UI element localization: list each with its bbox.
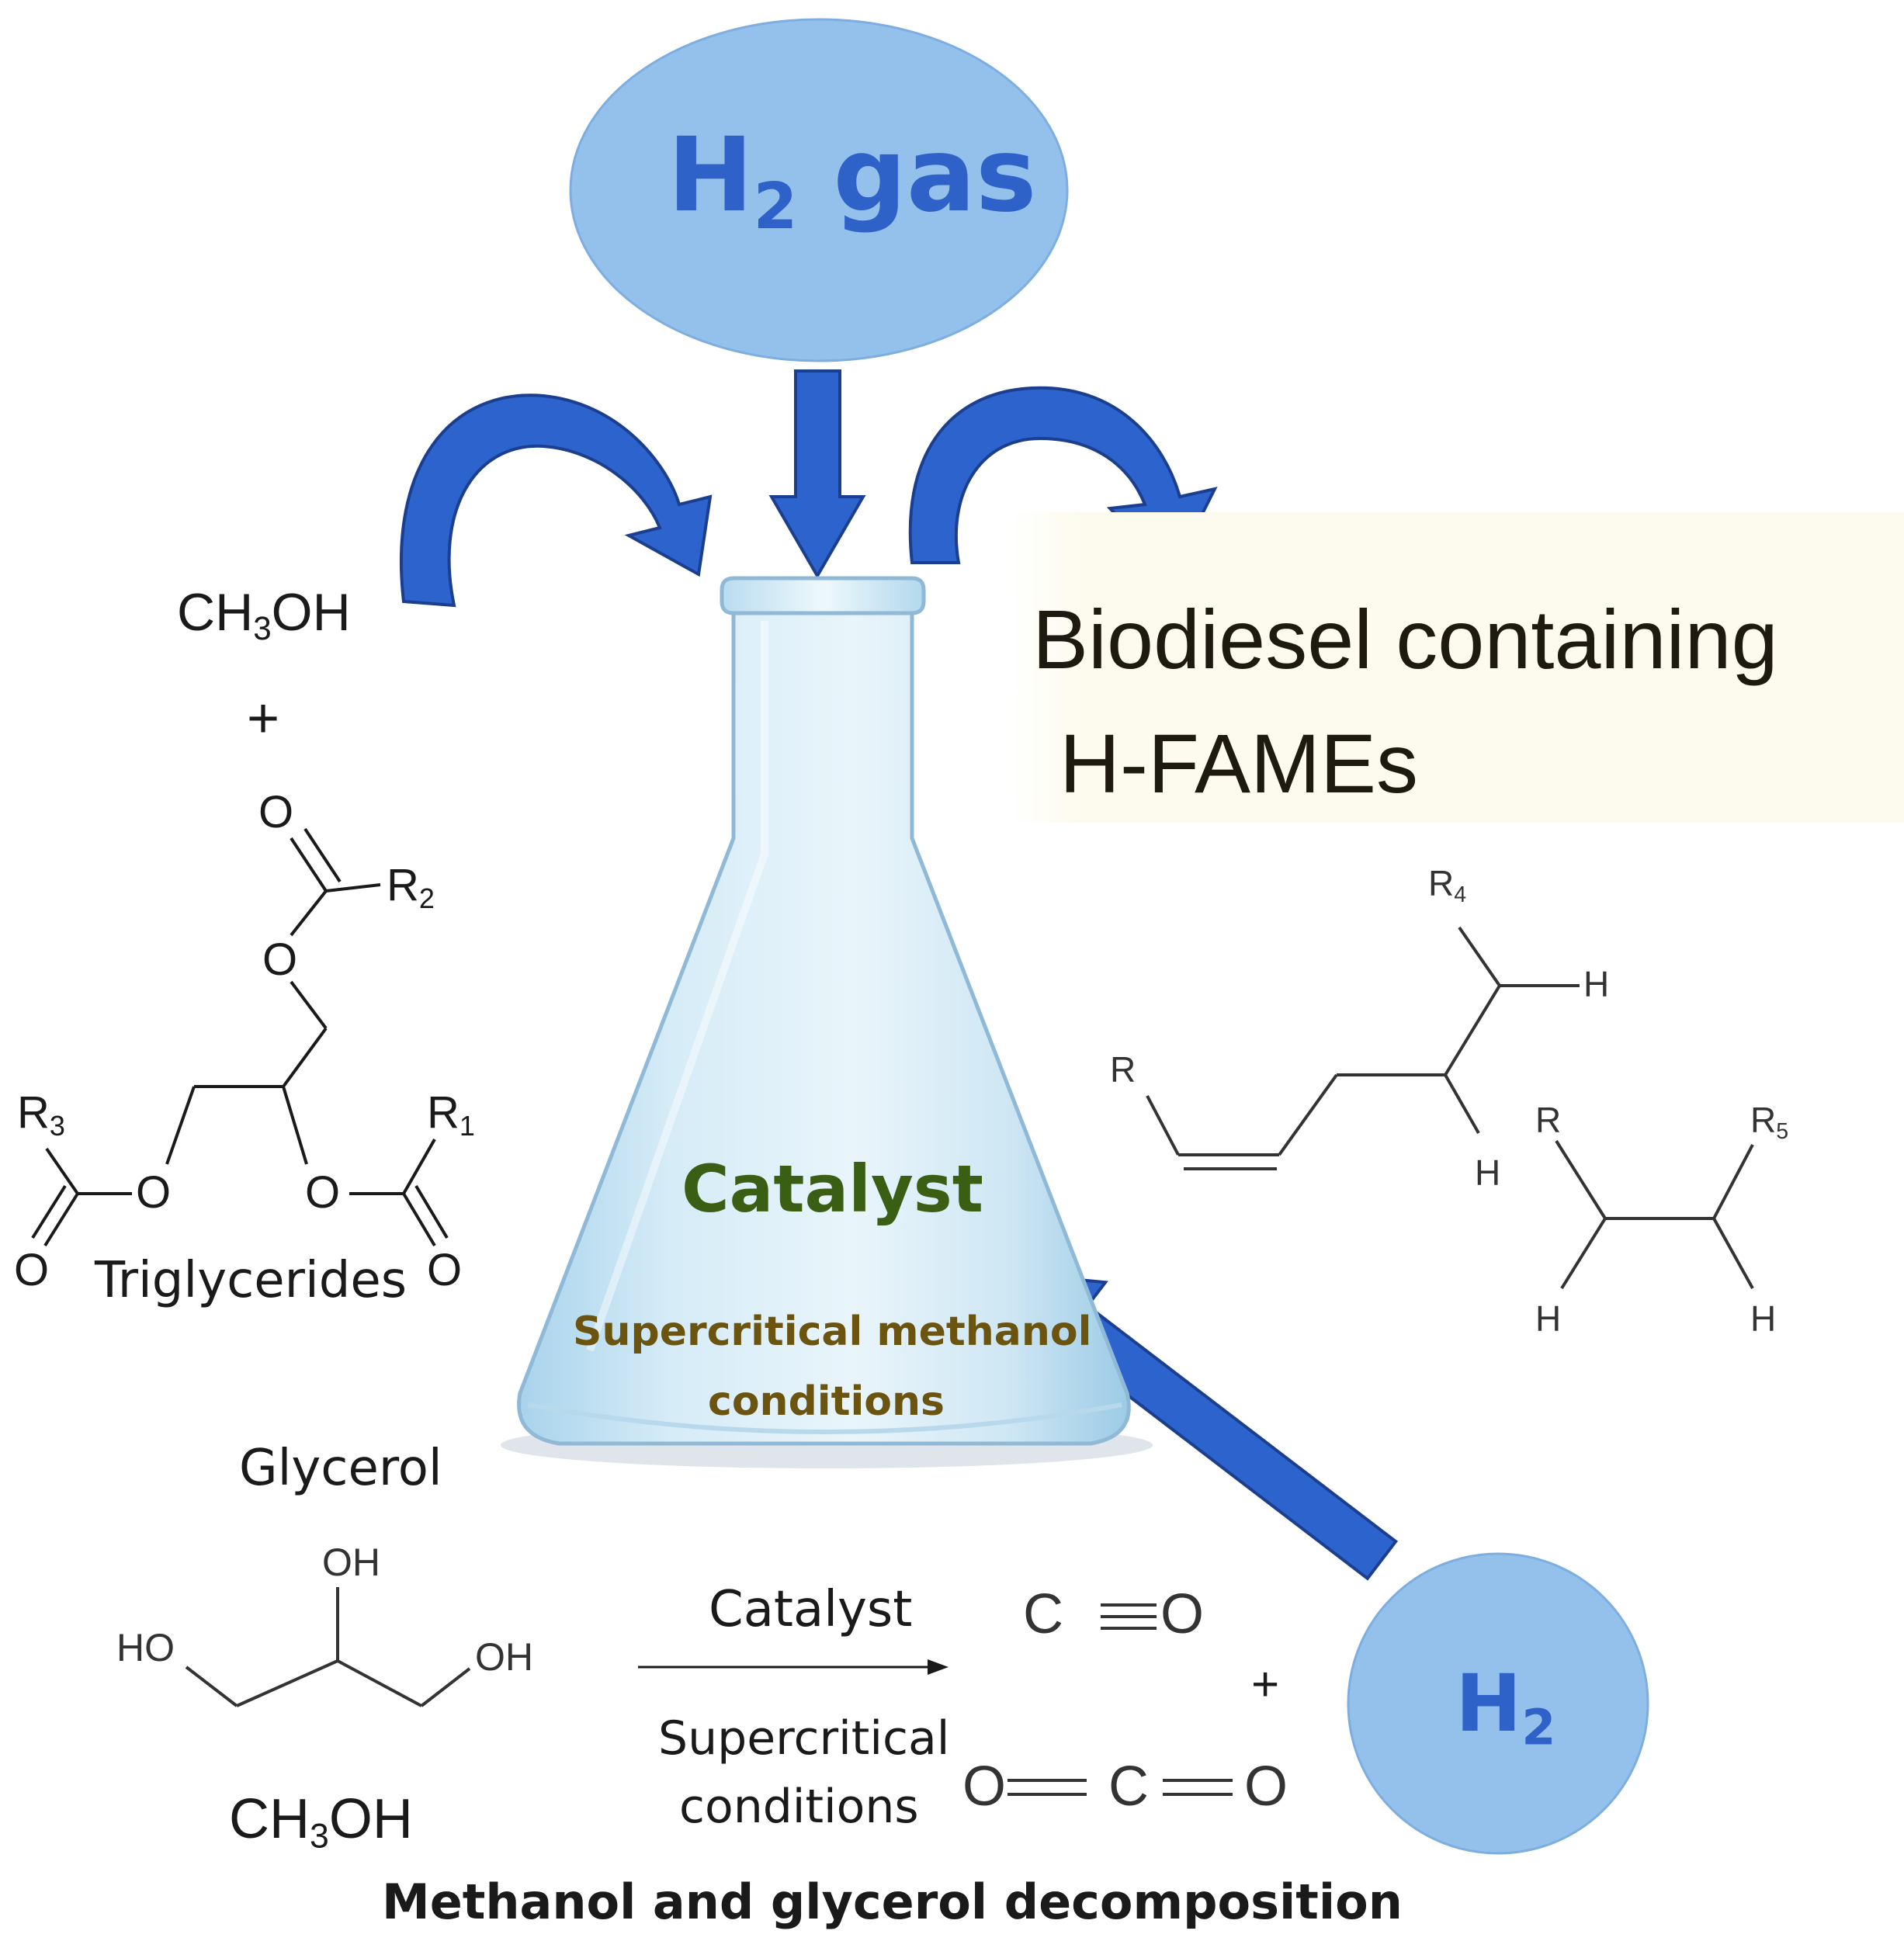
atom-h-b: H	[1475, 1153, 1501, 1193]
atom-r-a: R	[1110, 1049, 1136, 1090]
reaction-conditions-line2: conditions	[679, 1780, 919, 1834]
atom-o-carbonyl-left: O	[14, 1245, 50, 1295]
atom-r5: R5	[1750, 1100, 1789, 1144]
glycerol-oh-right: OH	[475, 1635, 533, 1679]
co-carbon: C	[1023, 1583, 1063, 1645]
down-arrow-icon	[768, 369, 866, 579]
flask-conditions-line2: conditions	[708, 1378, 945, 1425]
atom-r4: R4	[1428, 863, 1467, 907]
atom-o-left: O	[136, 1167, 172, 1218]
glycerol-oh-top: OH	[322, 1541, 380, 1584]
biodiesel-title: Biodiesel containing	[1032, 592, 1778, 686]
co2-carbon: C	[1108, 1756, 1149, 1818]
reactant-curved-arrow-icon	[399, 393, 713, 608]
h2-gas-bubble	[569, 18, 1069, 362]
atom-r2: R2	[387, 860, 435, 915]
triglycerides-label: Triglycerides	[95, 1252, 408, 1309]
hfame-structures	[1146, 926, 1754, 1290]
atom-h-a: H	[1583, 964, 1610, 1004]
atom-o-carbonyl-right: O	[427, 1245, 463, 1295]
atom-o-ester-top: O	[262, 934, 298, 985]
h2-label: H2	[1455, 1658, 1556, 1756]
reaction-arrow-icon	[638, 1659, 949, 1675]
atom-h-c: H	[1535, 1298, 1562, 1339]
glycerol-label: Glycerol	[239, 1440, 442, 1497]
reaction-catalyst-label: Catalyst	[709, 1581, 913, 1638]
carbon-monoxide-bonds	[1101, 1603, 1157, 1630]
atom-o-right: O	[305, 1167, 341, 1218]
co-oxygen: O	[1160, 1583, 1205, 1645]
flask-icon	[501, 576, 1153, 1468]
products-plus: +	[1251, 1658, 1280, 1711]
triglyceride-structure	[31, 827, 449, 1247]
flask-conditions-line1: Supercritical methanol	[573, 1309, 1092, 1355]
biodiesel-panel	[1009, 512, 1904, 823]
decomposition-caption: Methanol and glycerol decomposition	[382, 1874, 1403, 1930]
atom-r3: R3	[17, 1087, 65, 1142]
glycerol-structure	[185, 1587, 471, 1707]
atom-r1: R1	[427, 1087, 475, 1142]
reaction-conditions-line1: Supercritical	[658, 1711, 950, 1766]
flask-catalyst-label: Catalyst	[681, 1151, 983, 1227]
co2-oxygen-left: O	[962, 1756, 1007, 1818]
glycerol-ho-left: HO	[116, 1626, 175, 1669]
atom-r-b: R	[1535, 1100, 1562, 1140]
h2-gas-label: H2 gas	[668, 116, 1037, 244]
reactant-methanol: CH3OH	[177, 583, 351, 646]
h2-bubble	[1347, 1552, 1649, 1855]
co2-oxygen-right: O	[1244, 1756, 1288, 1818]
decomposition-methanol: CH3OH	[229, 1788, 413, 1856]
hfames-label: H-FAMEs	[1060, 716, 1419, 810]
atom-o-top: O	[258, 787, 294, 837]
atom-h-d: H	[1750, 1298, 1777, 1339]
carbon-dioxide-bonds	[1007, 1779, 1233, 1796]
reactant-plus: +	[247, 688, 280, 750]
